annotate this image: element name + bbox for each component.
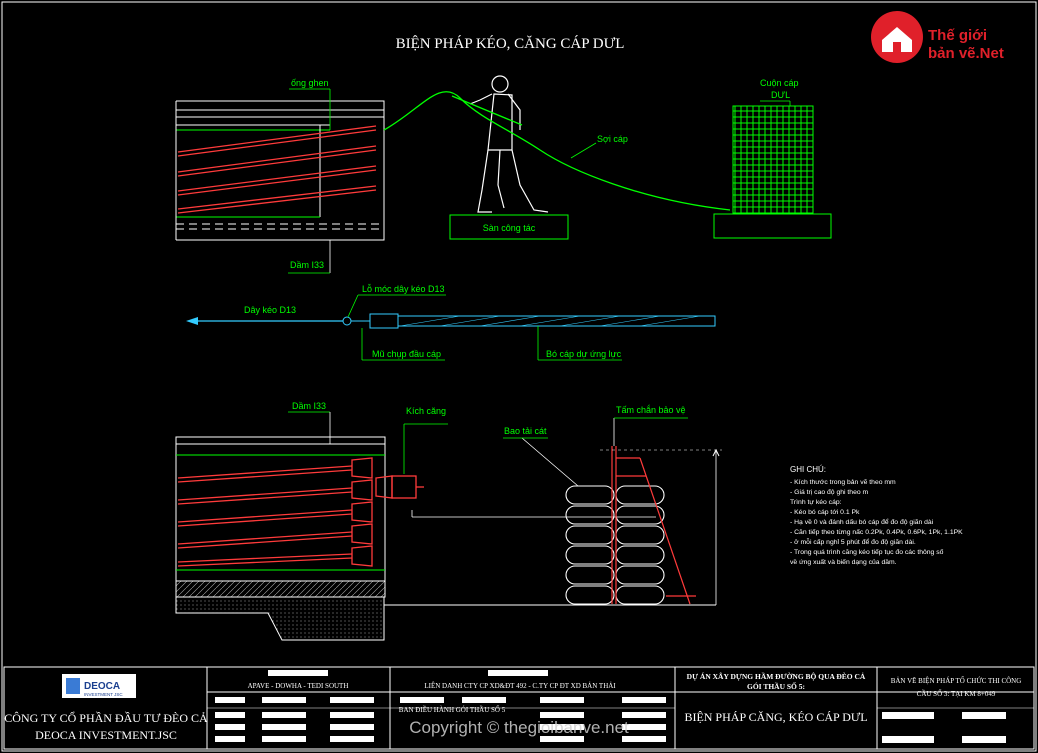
consultant-name: APAVE - DOWHA - TEDI SOUTH	[248, 682, 349, 690]
label-dam-i33-bottom: Dầm I33	[292, 401, 326, 411]
company-name-vn: CÔNG TY CỔ PHẦN ĐẦU TƯ ĐÈO CẢ	[4, 710, 208, 725]
title-block: DEOCA INVESTMENT JSC CÔNG TY CỔ PHẦN ĐẦU…	[3, 666, 1035, 750]
note-line: - Hạ về 0 và đánh dấu bó cáp để đo độ gi…	[790, 517, 934, 526]
label-lo-moc: Lỗ móc dây kéo D13	[362, 284, 445, 294]
label-dam-i33-top: Dầm I33	[290, 260, 324, 270]
logo-brand-line1: Thế giới	[928, 27, 987, 44]
project-name-1: DỰ ÁN XÂY DỰNG HẦM ĐƯỜNG BỘ QUA ĐÈO CẢ	[687, 671, 866, 681]
deoca-logo-text: DEOCA	[84, 681, 120, 692]
drawing-title: BIỆN PHÁP KÉO, CĂNG CÁP DƯL	[396, 35, 625, 52]
note-line: - Căn tiếp theo từng nấc 0.2Pk, 0.4Pk, 0…	[790, 527, 963, 536]
notes-heading: GHI CHÚ:	[790, 465, 826, 474]
notes-block: GHI CHÚ: - Kích thước trong bản vẽ theo …	[790, 465, 963, 566]
label-cuon-cap-1: Cuộn cáp	[760, 78, 799, 88]
cable-coil	[732, 105, 814, 215]
company-name-en: DEOCA INVESTMENT.JSC	[35, 728, 177, 742]
cap-head	[369, 313, 399, 329]
note-line: - Kéo bó cáp tới 0.1 Pk	[790, 509, 860, 516]
site-logo: Thế giới bản vẽ.Net	[871, 11, 1004, 63]
deoca-logo-sub: INVESTMENT JSC	[84, 692, 123, 697]
sandbag-stack	[565, 485, 665, 605]
drawing-name: BIỆN PHÁP CĂNG, KÉO CÁP DƯL	[684, 710, 867, 724]
strand-bundle	[397, 315, 716, 327]
label-bao-tai-cat: Bao tải cát	[504, 426, 547, 436]
worker-figure	[469, 75, 549, 213]
label-cuon-cap-2: DƯL	[771, 90, 790, 100]
project-name-2: GÓI THẦU SỐ 5:	[747, 681, 805, 691]
middle-view: Dây kéo D13 Lỗ móc dây kéo D13 Mũ chụp đ…	[186, 284, 716, 361]
note-line: về ứng xuất và biến dạng của dầm.	[790, 557, 897, 566]
note-line: - ở mỗi cấp nghỉ 5 phút để đo độ giãn dà…	[790, 537, 916, 546]
jack-body	[375, 475, 393, 499]
label-bo-cap: Bó cáp dự ứng lực	[546, 349, 622, 359]
sheet-info-1: BẢN VẼ BIỆN PHÁP TỔ CHỨC THI CÔNG	[891, 677, 1022, 685]
label-soi-cap: Sợi cáp	[597, 134, 628, 144]
label-tam-chan: Tấm chắn bảo vệ	[616, 405, 686, 415]
logo-brand-line2: bản vẽ.Net	[928, 45, 1004, 62]
contractor-name: LIÊN DANH CTY CP XD&ĐT 492 - C.TY CP ĐT …	[424, 682, 616, 690]
note-line: Trình tự kéo cáp:	[790, 499, 842, 506]
label-san-cong-tac: Sàn công tác	[483, 223, 536, 233]
copyright-watermark: Copyright © thegioibanve.net	[409, 718, 629, 737]
note-line: - Giá trị cao độ ghi theo m	[790, 489, 869, 496]
sheet-info-2: CẦU SỐ 3: TẠI KM 8+049	[917, 690, 996, 698]
note-line: - Trong quá trình căng kéo tiếp tục đo c…	[790, 547, 944, 556]
label-mu-chup: Mũ chụp đầu cáp	[372, 349, 441, 359]
protective-shield	[611, 446, 696, 605]
work-platform	[449, 214, 569, 240]
cable-strand	[383, 91, 731, 211]
top-view: ống ghen Dầm I33 Sàn công tác Sợi cáp Cu…	[175, 75, 832, 274]
board-name: BAN ĐIỀU HÀNH GÓI THẦU SỐ 5	[399, 706, 506, 714]
label-ong-ghen: ống ghen	[291, 78, 329, 88]
label-day-keo: Dây kéo D13	[244, 305, 296, 315]
note-line: - Kích thước trong bản vẽ theo mm	[790, 479, 896, 486]
label-kich-cang: Kích căng	[406, 406, 446, 416]
bottom-view: Dầm I33 Kích căng	[175, 401, 722, 641]
